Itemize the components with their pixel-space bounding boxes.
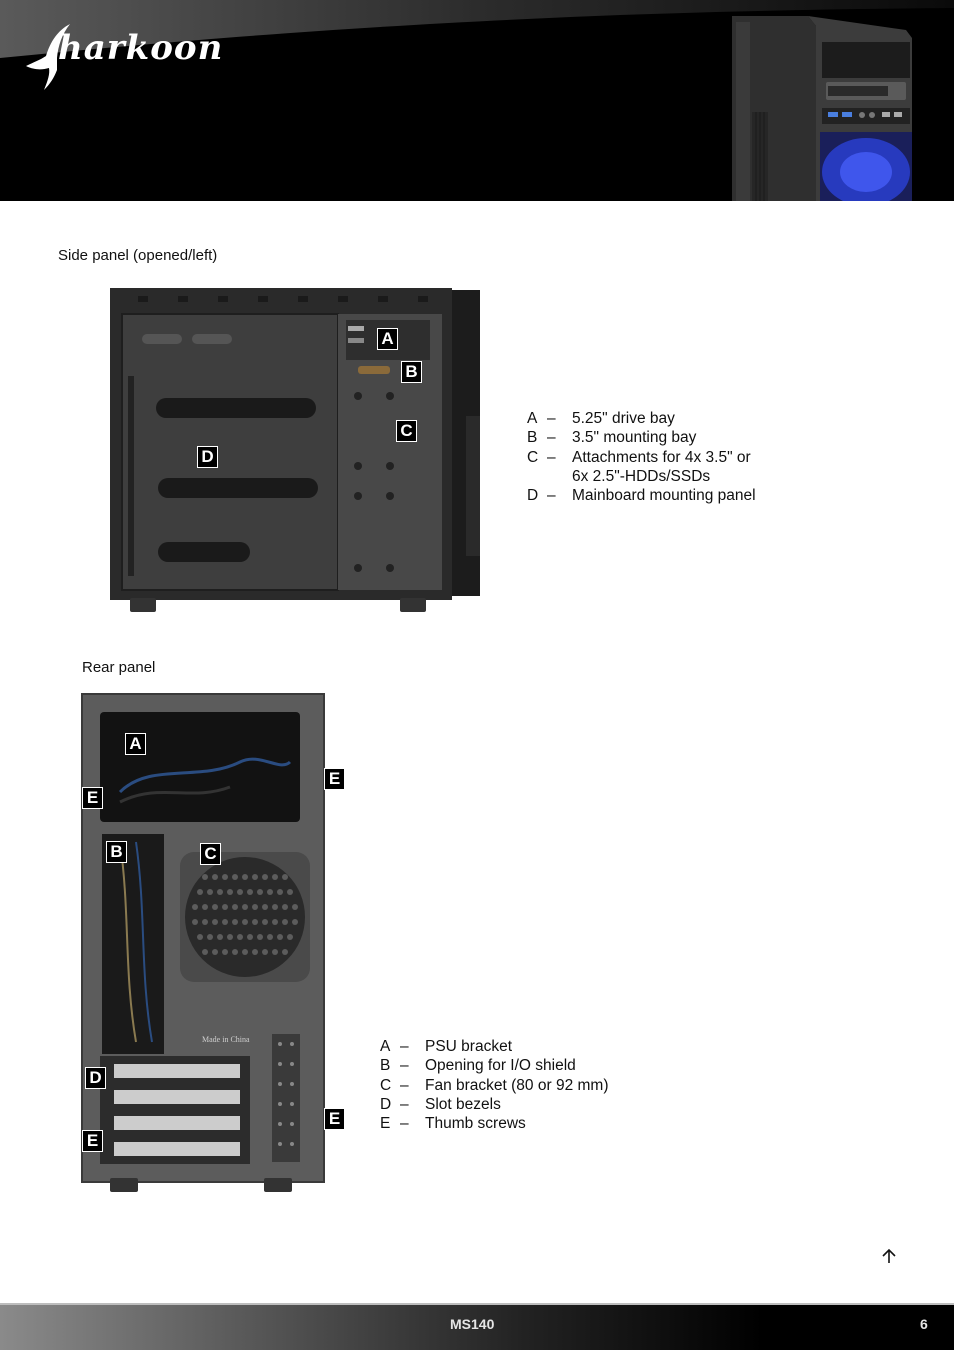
legend-dash: – <box>400 1095 409 1113</box>
legend-dash: – <box>547 410 556 427</box>
legend-text: 3.5" mounting bay <box>572 429 697 447</box>
footer-bar: MS140 6 <box>0 1303 954 1350</box>
legend-text: Mainboard mounting panel <box>572 487 756 505</box>
marker-rear-b: B <box>106 841 127 863</box>
legend-letter: C <box>527 448 539 466</box>
marker-rear-a: A <box>125 733 146 755</box>
marker-rear-e-top-right: E <box>324 768 345 790</box>
legend-letter <box>527 467 547 486</box>
legend-text: 5.25" drive bay <box>572 410 675 427</box>
legend-dash: – <box>547 429 556 447</box>
legend-letter: A <box>527 410 538 427</box>
legend-dash: – <box>400 1076 409 1094</box>
legend-letter: A <box>380 1038 391 1055</box>
side-panel-title: Side panel (opened/left) <box>58 247 218 264</box>
marker-side-b: B <box>401 361 422 383</box>
side-panel-photo <box>110 288 480 612</box>
marker-side-c: C <box>396 420 417 442</box>
footer-model-name: MS140 <box>450 1316 495 1332</box>
legend-row: A – 5.25" drive bay <box>527 409 756 428</box>
legend-text: Thumb screws <box>425 1115 526 1133</box>
page-number: 6 <box>920 1316 928 1332</box>
legend-letter: B <box>380 1057 391 1075</box>
legend-row: D – Mainboard mounting panel <box>527 486 756 505</box>
legend-letter: E <box>380 1115 391 1133</box>
legend-row: E – Thumb screws <box>380 1114 608 1133</box>
legend-text: Fan bracket (80 or 92 mm) <box>425 1076 609 1094</box>
legend-row: A – PSU bracket <box>380 1037 608 1056</box>
case-front-photo <box>732 16 912 201</box>
legend-row: C – Attachments for 4x 3.5" or <box>527 448 756 467</box>
legend-row: 6x 2.5"-HDDs/SSDs <box>527 467 756 486</box>
legend-row: B – 3.5" mounting bay <box>527 428 756 447</box>
rear-panel-legend: A – PSU bracket B – Opening for I/O shie… <box>380 1037 608 1133</box>
marker-rear-c: C <box>200 843 221 865</box>
legend-text: 6x 2.5"-HDDs/SSDs <box>572 467 711 485</box>
legend-text: Opening for I/O shield <box>425 1057 576 1075</box>
header-banner: harkoon <box>0 0 954 201</box>
side-panel-legend: A – 5.25" drive bay B – 3.5" mounting ba… <box>527 409 756 505</box>
legend-dash: – <box>547 487 556 505</box>
legend-letter: B <box>527 429 538 447</box>
legend-letter: D <box>527 487 539 505</box>
marker-rear-e-bottom-right: E <box>324 1108 345 1130</box>
rear-panel-photo: Made in China <box>81 693 325 1192</box>
legend-letter: C <box>380 1076 392 1094</box>
shark-fin-logo-icon <box>26 24 70 90</box>
legend-row: B – Opening for I/O shield <box>380 1056 608 1075</box>
legend-dash: – <box>400 1038 409 1055</box>
marker-side-a: A <box>377 328 398 350</box>
header-sheen <box>0 0 954 58</box>
legend-row: C – Fan bracket (80 or 92 mm) <box>380 1076 608 1095</box>
marker-rear-e-top-left: E <box>82 787 103 809</box>
marker-side-d: D <box>197 446 218 468</box>
rear-panel-title: Rear panel <box>82 659 156 676</box>
marker-rear-d: D <box>85 1067 106 1089</box>
legend-dash: – <box>547 448 556 466</box>
marker-rear-e-bottom-left: E <box>82 1130 103 1152</box>
made-in-china-stamp: Made in China <box>202 1035 250 1044</box>
legend-dash: – <box>400 1115 409 1133</box>
legend-dash: – <box>400 1057 409 1075</box>
legend-text: PSU bracket <box>425 1038 513 1055</box>
legend-dash <box>547 467 572 486</box>
legend-letter: D <box>380 1095 392 1113</box>
arrow-up-icon[interactable] <box>880 1247 898 1265</box>
legend-text: Attachments for 4x 3.5" or <box>572 448 751 466</box>
brand-logo-text: harkoon <box>58 28 224 68</box>
legend-text: Slot bezels <box>425 1095 501 1113</box>
footer-divider <box>0 1303 954 1305</box>
legend-row: D – Slot bezels <box>380 1095 608 1114</box>
